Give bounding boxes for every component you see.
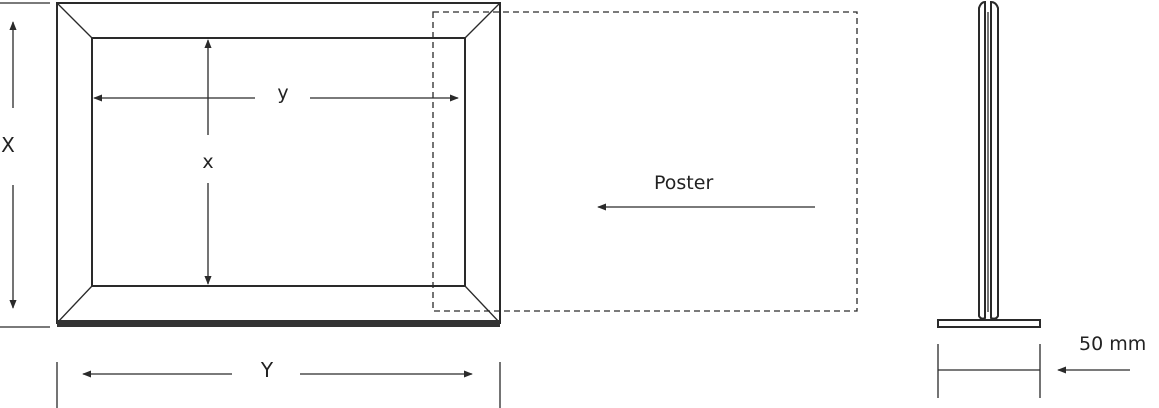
inner-width-dimension: y: [93, 82, 459, 104]
poster-outline: [432, 11, 858, 312]
frame-front-view: [56, 2, 501, 327]
inner-width-label: y: [277, 82, 288, 104]
outer-height-label: X: [1, 133, 15, 157]
outer-height-dimension: X: [0, 2, 50, 328]
outer-width-label: Y: [260, 358, 274, 382]
frame-side-view: [937, 0, 1041, 328]
poster: Poster: [432, 11, 858, 312]
outer-width-dimension: Y: [56, 358, 501, 408]
inner-height-label: x: [202, 151, 213, 173]
frame-bottom-bar: [57, 320, 500, 327]
base-width-dimension: 50 mm: [937, 333, 1146, 398]
frame-inner-opening: [91, 37, 466, 287]
side-base-plate: [937, 319, 1041, 328]
side-profile-left-panel: [978, 0, 986, 320]
miter-top-right: [464, 2, 501, 39]
miter-top-left: [56, 2, 93, 39]
side-profile-right-panel: [990, 0, 999, 320]
miter-bottom-right: [464, 285, 501, 324]
miter-bottom-left: [56, 285, 93, 324]
base-width-label: 50 mm: [1079, 333, 1146, 355]
poster-label: Poster: [654, 172, 713, 194]
inner-height-dimension: x: [202, 39, 214, 285]
